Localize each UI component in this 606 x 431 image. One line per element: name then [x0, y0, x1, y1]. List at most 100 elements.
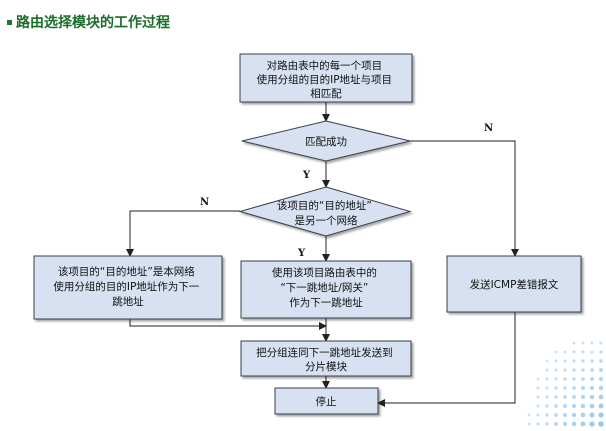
decorative-dot [545, 395, 549, 399]
decorative-dot [589, 403, 595, 409]
decorative-dot [562, 412, 568, 418]
page-title: 路由选择模块的工作过程 [7, 12, 170, 32]
decorative-dot [581, 377, 585, 381]
decorative-dot [580, 412, 586, 418]
local-box-line-2: 使用分组的目的IP地址作为下一 [53, 280, 199, 293]
decorative-dot [554, 413, 558, 417]
network-diamond-line-2: 是另一个网络 [295, 214, 358, 227]
decorative-dot [572, 377, 576, 381]
forward-box [240, 340, 412, 377]
decorative-dot [572, 350, 576, 354]
decorative-dot [536, 395, 540, 399]
title-text: 路由选择模块的工作过程 [16, 15, 170, 31]
decorative-dot [563, 377, 567, 381]
decorative-dot [598, 403, 604, 409]
edge-label-network-no: N [200, 197, 209, 208]
decorative-dot [545, 359, 549, 363]
start-box-line-3: 相匹配 [310, 87, 342, 100]
stop-box-text: 停止 [316, 395, 337, 408]
decorative-dot [580, 394, 586, 400]
gateway-box-line-3: 作为下一跳地址 [289, 296, 363, 309]
local-box [33, 255, 223, 320]
decorative-dot [554, 359, 558, 363]
start-box-line-1: 对路由表中的每一个项目 [267, 59, 383, 72]
decorative-dot [590, 368, 594, 372]
decorative-dot [536, 422, 540, 426]
forward-box-line-2: 分片模块 [305, 360, 347, 373]
decorative-dot [590, 350, 594, 354]
decorative-dot [598, 394, 604, 400]
decorative-dot [589, 385, 595, 391]
decorative-dot [598, 385, 604, 391]
decorative-dot [580, 403, 586, 409]
network-diamond [238, 186, 412, 237]
stop-box [274, 387, 379, 415]
title-bullet [7, 19, 12, 25]
match-diamond-line-1: 匹配成功 [305, 136, 347, 148]
decorative-dot [563, 368, 567, 372]
decorative-dot [598, 376, 604, 382]
decorative-dot [599, 350, 603, 354]
decorative-dot [554, 395, 558, 399]
stop-box-line-1: 停止 [316, 395, 337, 408]
decorative-dot [571, 403, 577, 409]
decorative-dot [536, 377, 540, 381]
decorative-dot [572, 386, 576, 390]
forward-box-text: 把分组连同下一跳地址发送到 分片模块 [256, 346, 396, 373]
decorative-dot [599, 359, 603, 363]
decorative-dot [545, 368, 549, 372]
decorative-dot [590, 341, 594, 345]
decorative-dot [571, 412, 577, 418]
icmp-box [446, 255, 582, 313]
decorative-dot-pattern [527, 341, 604, 427]
network-diamond-line-1: 该项目的“目的地址” [277, 199, 372, 212]
gateway-box-line-2: “下一跳地址/网关” [280, 281, 368, 294]
decorative-dot [563, 350, 567, 354]
edge-local-to-forward [129, 319, 327, 330]
decorative-dot [545, 404, 549, 408]
decorative-dot [599, 368, 603, 372]
start-box [239, 53, 413, 103]
decorative-dot [581, 359, 585, 363]
edge-label-match-yes: Y [302, 170, 311, 181]
decorative-dot [536, 386, 540, 390]
decorative-dot [572, 341, 576, 345]
decorative-dot [554, 368, 558, 372]
gateway-box-text: 使用该项目路由表中的 “下一跳地址/网关” 作为下一跳地址 [272, 266, 380, 309]
decorative-dot [563, 395, 567, 399]
decorative-dot [562, 421, 568, 427]
decorative-dot [572, 368, 576, 372]
decorative-dot [554, 386, 558, 390]
decorative-dot [598, 421, 604, 427]
decorative-dot [598, 412, 604, 418]
connectors [126, 102, 519, 407]
decorative-dot [563, 404, 567, 408]
match-diamond [241, 120, 411, 162]
decorative-dot [581, 350, 585, 354]
decorative-dot [536, 413, 540, 417]
decorative-dot [599, 341, 603, 345]
decorative-dot [571, 394, 577, 400]
decorative-dot [580, 421, 586, 427]
decorative-dot [554, 350, 558, 354]
decorative-dot [554, 422, 558, 426]
start-box-line-2: 使用分组的目的IP地址与项目 [257, 73, 392, 86]
decorative-dot [581, 341, 585, 345]
edge-label-network-yes: Y [297, 248, 306, 259]
icmp-box-text: 发送ICMP差错报文 [470, 278, 559, 291]
decorative-dot [580, 385, 586, 391]
edge-label-match-no: N [484, 123, 493, 134]
local-box-line-1: 该项目的“目的地址”是本网络 [58, 265, 195, 278]
local-box-line-3: 跳地址 [112, 295, 144, 308]
decorative-dot [589, 376, 595, 382]
network-diamond-text: 该项目的“目的地址” 是另一个网络 [277, 199, 375, 227]
decorative-dot [554, 377, 558, 381]
decorative-dot [545, 422, 549, 426]
decorative-dot [589, 394, 595, 400]
decorative-dot [581, 368, 585, 372]
gateway-box [240, 260, 412, 319]
edge-icmp-to-stop [377, 312, 516, 407]
decorative-dot [536, 404, 540, 408]
decorative-dot [527, 422, 531, 426]
